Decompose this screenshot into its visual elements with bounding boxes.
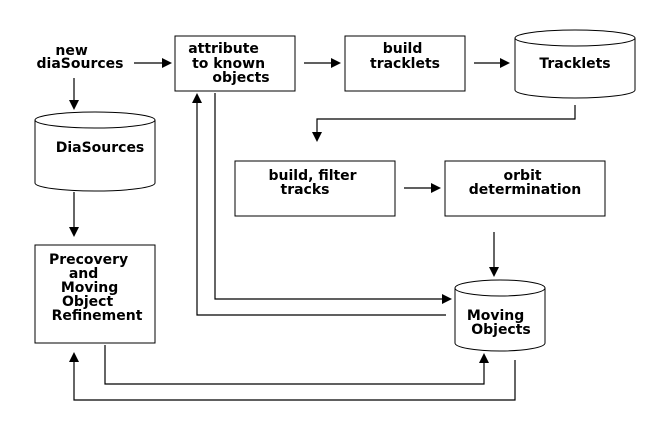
moving-objects-line-2: Objects [471,322,531,338]
arrow-precovery-to-moving [104,345,485,385]
svg-text:Tracklets: Tracklets [539,56,610,72]
attribute-box: attribute to known objects [174,35,296,92]
arrowhead-new-to-attribute [162,58,172,68]
attribute-box-line-2: to known [192,56,265,72]
build-tracklets-box: build tracklets [344,35,466,92]
arrowhead-precovery-to-moving [479,353,489,363]
svg-text:Precovery and Movi: Precovery and Moving Object Refinement [49,252,143,324]
new-diasources-line-1: new [55,43,87,59]
new-diasources-source: new diaSources [37,43,124,72]
build-tracklets-line-2: tracklets [370,56,440,72]
arrowhead-moving-to-precovery [69,352,79,362]
arrow-moving-to-precovery [73,360,516,401]
arrowhead-attribute-to-build [331,58,341,68]
arrowhead-new-to-diasources [69,100,79,110]
svg-text:attribute to known: attribute to known objects [188,41,270,86]
arrowhead-tracks-to-orbit [431,183,441,193]
arrow-attribute-to-moving [214,93,443,300]
arrowhead-attribute-to-moving [442,294,452,304]
attribute-box-line-1: attribute [188,41,259,57]
arrow-tracklets-to-tracks [316,105,576,133]
tracklets-db: Tracklets [514,29,636,99]
arrowhead-tracklets-to-tracks [312,132,322,142]
build-filter-tracks-line-1: build, filter [269,168,357,184]
build-filter-tracks-line-2: tracks [281,182,330,198]
svg-text:orbit determination: orbit determination [469,168,582,198]
tracklets-db-label: Tracklets [539,56,610,72]
arrowhead-diasources-to-precovery [69,227,79,237]
orbit-determination-line-2: determination [469,182,582,198]
arrowhead-orbit-to-moving [489,267,499,277]
precovery-line-5: Refinement [52,308,143,324]
connectors [69,58,576,401]
svg-text:DiaSources: DiaSources [56,140,145,156]
build-tracklets-line-1: build [383,41,423,57]
orbit-determination-box: orbit determination [444,160,606,217]
moving-objects-line-1: Moving [467,308,524,324]
orbit-determination-line-1: orbit [504,168,542,184]
svg-text:Moving Objects: Moving Objects [467,308,531,338]
attribute-box-line-3: objects [212,70,269,86]
arrow-moving-to-attribute [196,102,446,316]
build-filter-tracks-box: build, filter tracks [234,160,396,217]
svg-text:build tracklets: build tracklets [370,41,440,72]
precovery-line-2: and [69,266,98,282]
arrowhead-moving-to-attribute [192,93,202,103]
moving-objects-db: Moving Objects [454,279,546,352]
arrowhead-build-to-tracklets [500,58,510,68]
precovery-line-4: Object [62,294,114,310]
svg-text:new diaSources: new diaSources [37,43,124,72]
precovery-line-1: Precovery [49,252,128,268]
precovery-line-3: Moving [61,280,118,296]
diasources-db: DiaSources [34,111,156,192]
new-diasources-line-2: diaSources [37,56,124,72]
diasources-db-label: DiaSources [56,140,145,156]
svg-text:build, filter tracks: build, filter tracks [269,168,362,198]
precovery-box: Precovery and Moving Object Refinement [34,244,156,344]
